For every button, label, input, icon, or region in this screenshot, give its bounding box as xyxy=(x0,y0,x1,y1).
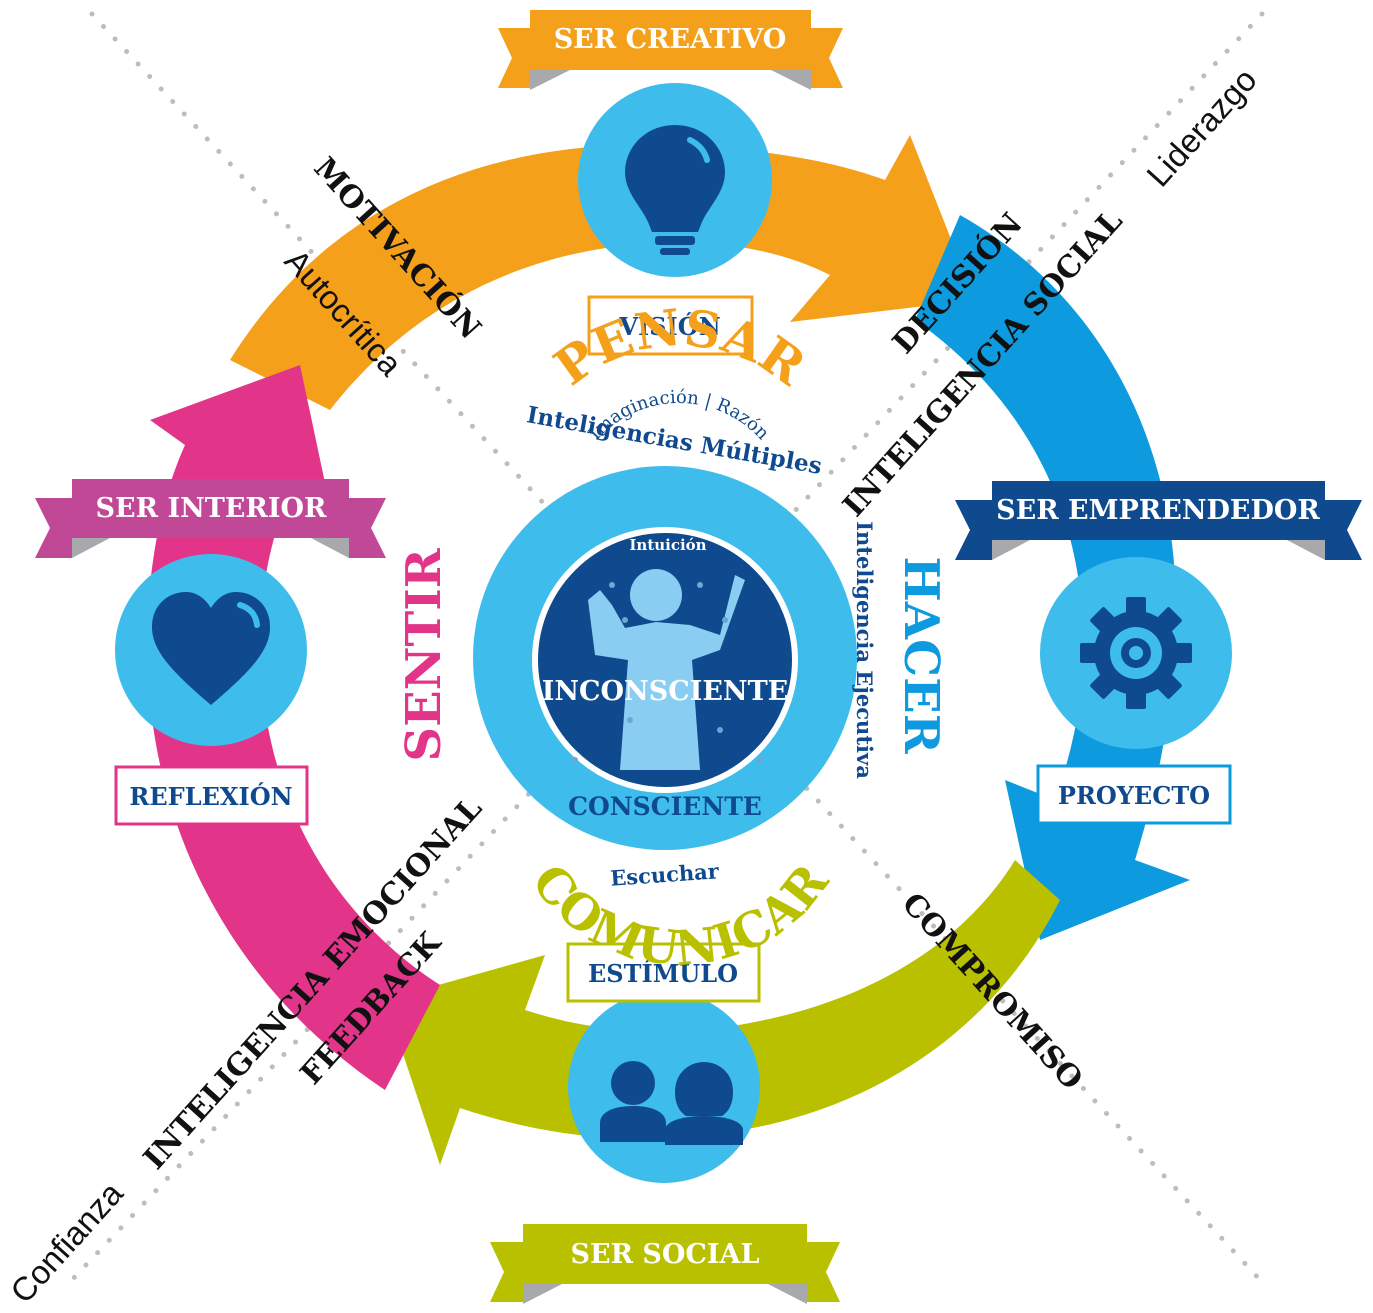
hacer-sub-label: Inteligencia Ejecutiva xyxy=(852,521,877,779)
ribbon-ser-interior: SER INTERIOR xyxy=(35,479,386,558)
ribbon-label-social: SER SOCIAL xyxy=(571,1239,760,1270)
comunicar-sub-label: Escuchar xyxy=(609,858,720,891)
lightbulb-icon xyxy=(625,125,725,255)
svg-text:REFLEXIÓN: REFLEXIÓN xyxy=(129,782,292,811)
box-reflexion: REFLEXIÓN xyxy=(114,765,309,826)
center-circle: Imaginación | Razón Intuición INCONSCIEN… xyxy=(473,387,857,850)
child-silhouette xyxy=(588,569,745,770)
confianza-label: Confianza xyxy=(3,1174,130,1310)
intuicion-label: Intuición xyxy=(629,536,706,554)
box-proyecto: PROYECTO xyxy=(1036,764,1232,825)
ribbon-label-emprendedor: SER EMPRENDEDOR xyxy=(996,495,1320,526)
orange-arrow xyxy=(230,135,975,410)
svg-text:ESTÍMULO: ESTÍMULO xyxy=(588,959,738,988)
sentir-label: SENTIR xyxy=(396,547,452,761)
people-circle xyxy=(568,991,760,1183)
pink-arrow xyxy=(147,365,441,1090)
diagonal-line-anti xyxy=(67,11,1265,1285)
ribbon-label-interior: SER INTERIOR xyxy=(96,493,327,524)
consciente-label: CONSCIENTE xyxy=(568,792,762,821)
box-vision: VISIÓN xyxy=(587,295,754,356)
ribbon-ser-emprendedor: SER EMPRENDEDOR xyxy=(955,481,1362,560)
heart-icon xyxy=(152,592,270,705)
dotted-diagonals xyxy=(67,11,1265,1285)
blue-arrow xyxy=(915,215,1190,940)
svg-text:PROYECTO: PROYECTO xyxy=(1058,781,1210,810)
gear-icon xyxy=(1080,597,1192,709)
heart-circle xyxy=(115,554,307,746)
ribbon-label-creativo: SER CREATIVO xyxy=(554,24,787,55)
diagonal-line-main xyxy=(89,11,1265,1285)
gear-circle xyxy=(1040,557,1232,749)
lightbulb-circle xyxy=(578,83,772,277)
box-estimulo: ESTÍMULO xyxy=(566,942,761,1003)
ribbon-ser-creativo: SER CREATIVO xyxy=(498,10,843,90)
people-icon xyxy=(600,1061,743,1145)
svg-text:VISIÓN: VISIÓN xyxy=(618,312,720,341)
olive-arrow xyxy=(385,860,1060,1165)
ribbon-ser-social: SER SOCIAL xyxy=(490,1224,840,1304)
hacer-label: HACER xyxy=(893,556,949,754)
inconsciente-label: INCONSCIENTE xyxy=(542,676,789,707)
center-dots xyxy=(572,582,763,763)
